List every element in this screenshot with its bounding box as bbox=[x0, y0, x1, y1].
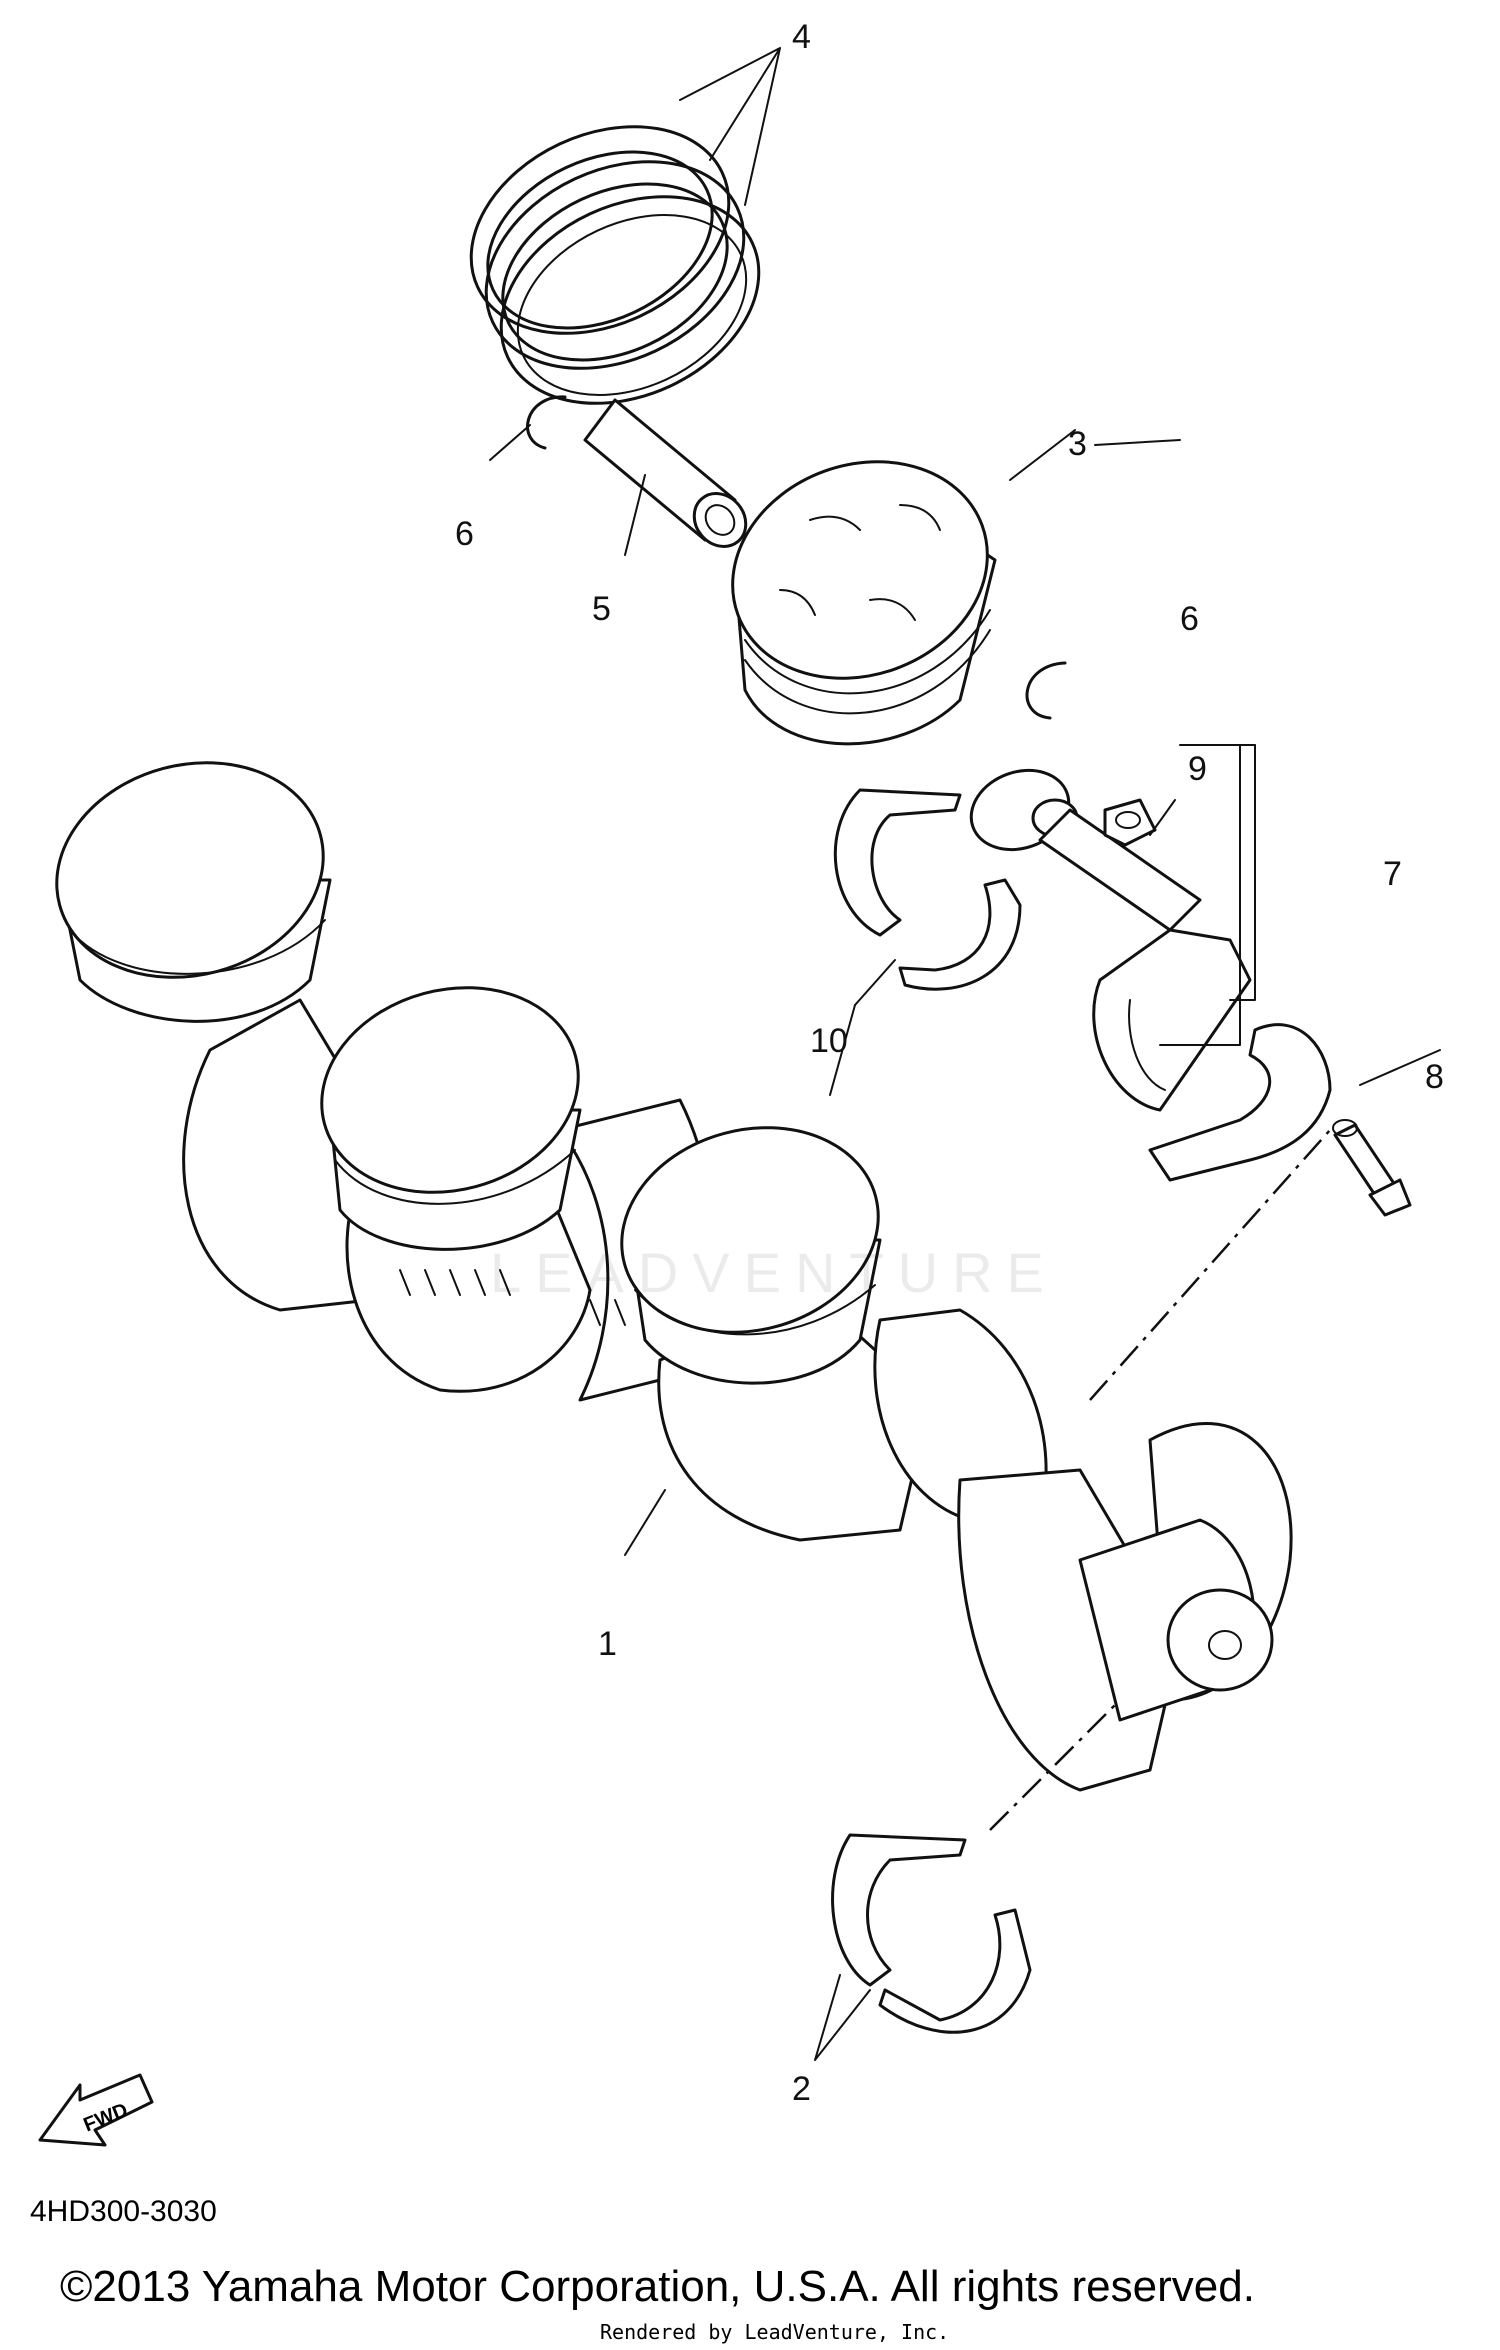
callout-2: 2 bbox=[792, 2070, 811, 2108]
big-end-bearings bbox=[833, 788, 1022, 991]
callout-9: 9 bbox=[1188, 750, 1207, 788]
callout-6-right: 6 bbox=[1180, 600, 1199, 638]
piston bbox=[731, 460, 997, 746]
callout-7: 7 bbox=[1383, 855, 1402, 893]
circlip-left bbox=[526, 395, 567, 450]
leader-lines bbox=[489, 47, 1441, 2061]
main-bearings bbox=[831, 1833, 1032, 2034]
part-code: 4HD300-3030 bbox=[30, 2195, 217, 2228]
rod-bolt bbox=[1332, 1119, 1412, 1217]
watermark: LEADVENTURE bbox=[490, 1241, 1058, 1304]
fwd-arrow-icon: FWD bbox=[38, 2073, 154, 2147]
render-credit: Rendered by LeadVenture, Inc. bbox=[600, 2320, 950, 2344]
callout-4: 4 bbox=[792, 18, 811, 56]
callout-10: 10 bbox=[810, 1022, 848, 1060]
piston-pin bbox=[583, 398, 748, 548]
rod-nut bbox=[1103, 798, 1157, 847]
callout-5: 5 bbox=[592, 590, 611, 628]
copyright-notice: ©2013 Yamaha Motor Corporation, U.S.A. A… bbox=[60, 2262, 1255, 2311]
circlip-right bbox=[1025, 661, 1067, 720]
callout-8: 8 bbox=[1425, 1058, 1444, 1096]
callout-6-left: 6 bbox=[455, 515, 474, 553]
rod-cap bbox=[1148, 1023, 1332, 1182]
callout-3: 3 bbox=[1068, 425, 1087, 463]
callout-1: 1 bbox=[598, 1625, 617, 1663]
connecting-rod bbox=[969, 768, 1252, 1112]
piston-rings bbox=[469, 125, 761, 405]
assembled-pistons bbox=[55, 761, 882, 1385]
